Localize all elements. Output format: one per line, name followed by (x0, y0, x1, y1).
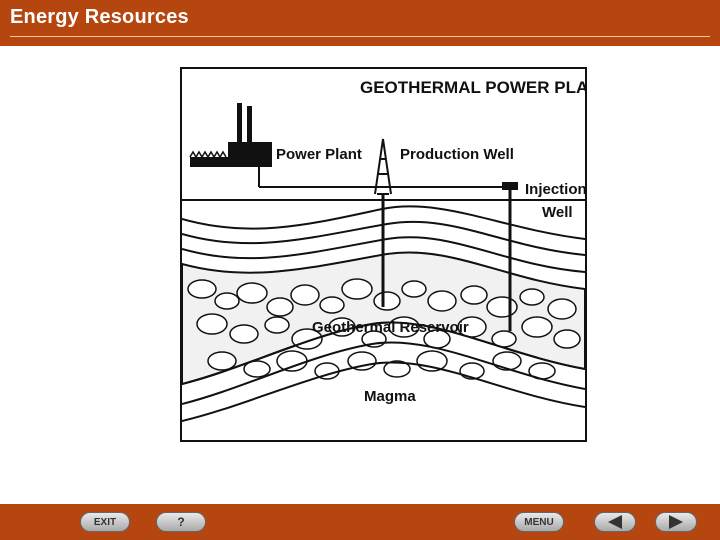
menu-label: MENU (524, 517, 553, 528)
geothermal-diagram: GEOTHERMAL POWER PLANT Power Plant Produ… (180, 67, 587, 442)
right-arrow-icon (669, 515, 683, 529)
header-rule (10, 36, 710, 37)
exit-label: EXIT (94, 517, 116, 528)
label-injection: Injection (525, 181, 585, 198)
exit-button[interactable]: EXIT (80, 512, 130, 532)
next-button[interactable] (655, 512, 697, 532)
prev-button[interactable] (594, 512, 636, 532)
label-production-well: Production Well (400, 146, 514, 163)
label-power-plant: Power Plant (276, 146, 362, 163)
help-label: ? (177, 515, 184, 529)
page-title: Energy Resources (10, 6, 189, 29)
injection-wellhead (502, 182, 518, 190)
diagram-title: GEOTHERMAL POWER PLANT (360, 78, 585, 97)
label-magma: Magma (364, 388, 416, 405)
label-geothermal-reservoir: Geothermal Reservoir (312, 319, 469, 336)
help-button[interactable]: ? (156, 512, 206, 532)
left-arrow-icon (608, 515, 622, 529)
menu-button[interactable]: MENU (514, 512, 564, 532)
diagram-svg: GEOTHERMAL POWER PLANT Power Plant Produ… (182, 69, 585, 440)
production-derrick (375, 139, 391, 194)
label-well: Well (542, 204, 573, 221)
power-plant-building (190, 103, 272, 167)
